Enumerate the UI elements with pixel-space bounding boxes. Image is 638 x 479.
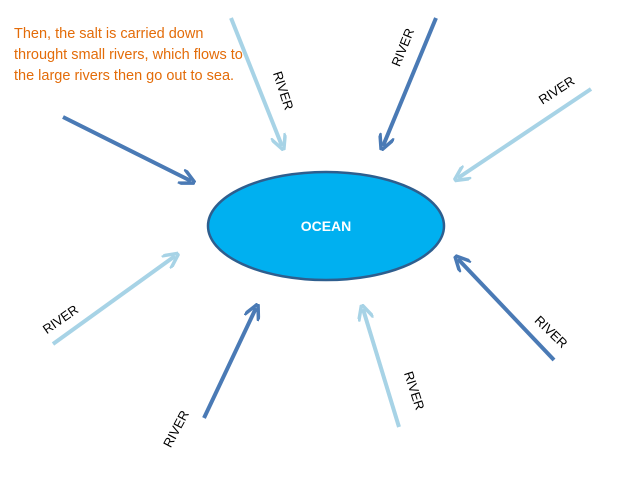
caption-line-1: Then, the salt is carried down [14,26,204,42]
river-arrow-top-right [383,17,438,146]
caption-text: Then, the salt is carried down throught … [14,24,314,87]
river-label-bottom-left: RIVER [160,408,192,450]
river-label-top-left: RIVER [270,69,297,111]
river-arrow-bottom-right [363,309,401,428]
river-label-bottom-right: RIVER [401,369,428,411]
caption-line-3: the large rivers then go out to sea. [14,68,235,84]
river-label-left-lower: RIVER [40,302,81,337]
ocean-label: OCEAN [301,218,352,234]
river-label-top-right: RIVER [388,26,417,68]
river-arrow-left-upper [62,115,191,181]
river-arrow-right-upper [458,87,593,178]
ocean-ellipse [206,170,446,282]
caption-line-2: throught small rivers, which flows to [14,47,243,63]
river-arrow-bottom-left [202,308,256,419]
river-arrow-left-lower [51,256,175,346]
river-arrow-top-left [229,17,282,146]
river-arrow-right-lower [458,259,556,362]
